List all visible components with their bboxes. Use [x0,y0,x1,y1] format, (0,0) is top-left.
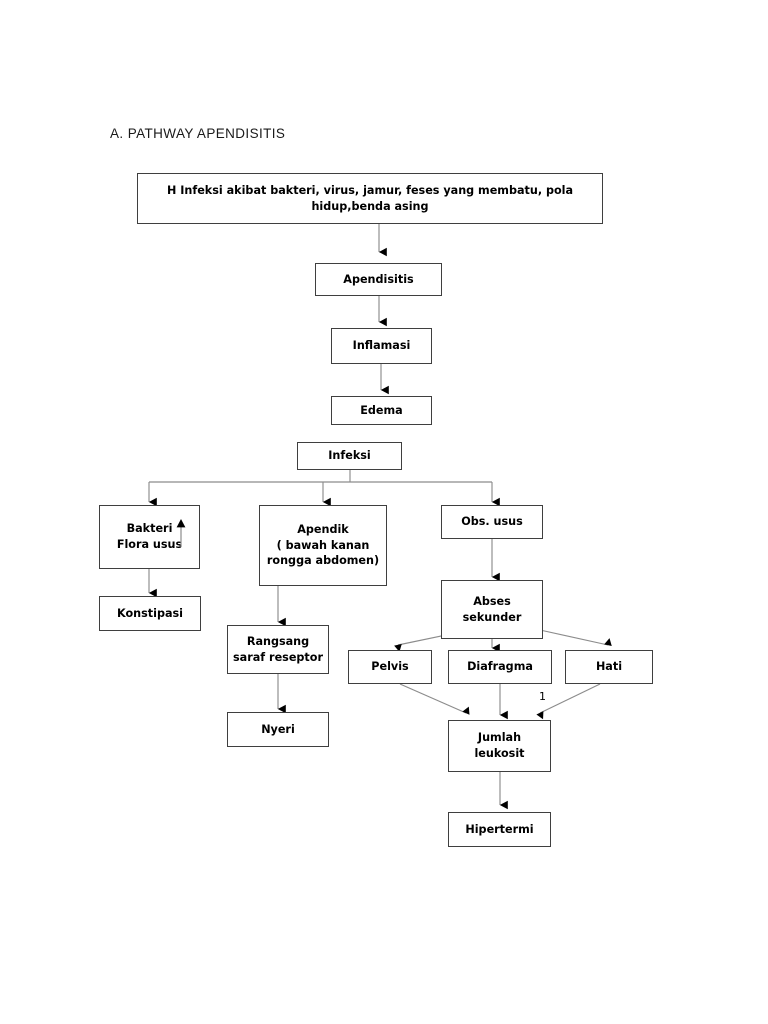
node-infeksi-label: Infeksi [328,449,371,463]
node-apendik-line2: ( bawah kanan [276,538,370,552]
node-apendisitis[interactable]: Apendisitis [315,263,442,296]
increase-up-arrow-icon [176,519,186,547]
node-hipertermi[interactable]: Hipertermi [448,812,551,847]
node-edema-label: Edema [360,403,403,417]
node-inflamasi-label: Inflamasi [352,339,411,353]
node-apendisitis-label: Apendisitis [343,272,414,286]
page-title: A. PATHWAY APENDISITIS [110,126,286,141]
node-pelvis[interactable]: Pelvis [348,650,432,684]
node-edema[interactable]: Edema [331,396,432,425]
node-obs-usus-label: Obs. usus [461,515,523,529]
node-rangsang-line2: saraf reseptor [233,650,323,664]
node-nyeri-label: Nyeri [261,722,295,736]
node-apendik-line3: rongga abdomen) [266,554,380,568]
node-bakteri-flora-usus[interactable]: Bakteri Flora usus [99,505,200,569]
node-etiologi-line2: hidup,benda asing [311,199,429,213]
node-diafragma-label: Diafragma [467,660,533,674]
node-hati[interactable]: Hati [565,650,653,684]
node-rangsang-line1: Rangsang [246,634,310,648]
page-number-annotation: 1 [539,690,546,703]
edge-hati-leukosit [536,683,601,720]
node-infeksi[interactable]: Infeksi [297,442,402,470]
node-pelvis-label: Pelvis [371,660,409,674]
node-abses-line2: sekunder [462,610,522,624]
node-abses-line1: Abses [473,594,511,608]
node-bakteri-line2: Flora usus [116,538,183,551]
node-diafragma[interactable]: Diafragma [448,650,552,684]
node-leukosit-line1: Jumlah [477,731,522,745]
edge-pelvis-leukosit [399,683,470,715]
edge-abses-hati [539,629,612,647]
node-jumlah-leukosit[interactable]: Jumlah leukosit [448,720,551,772]
node-bakteri-line1: Bakteri [126,522,173,536]
node-obs-usus[interactable]: Obs. usus [441,505,543,539]
node-leukosit-line2: leukosit [474,747,525,760]
node-etiologi[interactable]: H Infeksi akibat bakteri, virus, jamur, … [137,173,603,224]
node-apendik-line1: Apendik [297,522,349,536]
node-abses-sekunder[interactable]: Abses sekunder [441,580,543,639]
node-nyeri[interactable]: Nyeri [227,712,329,747]
node-inflamasi[interactable]: Inflamasi [331,328,432,364]
node-hati-label: Hati [595,660,623,674]
node-apendik[interactable]: Apendik ( bawah kanan rongga abdomen) [259,505,387,586]
node-konstipasi-label: Konstipasi [116,606,184,620]
node-etiologi-line1: H Infeksi akibat bakteri, virus, jamur, … [166,183,574,197]
node-konstipasi[interactable]: Konstipasi [99,596,201,631]
node-hipertermi-label: Hipertermi [465,822,534,836]
node-rangsang-saraf-reseptor[interactable]: Rangsang saraf reseptor [227,625,329,674]
